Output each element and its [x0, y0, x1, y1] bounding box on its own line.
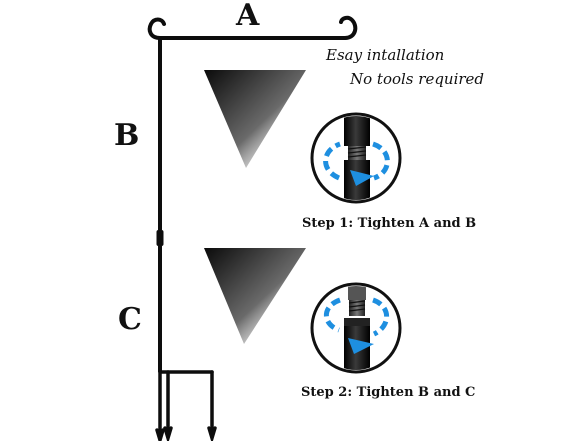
zoom-funnel-upper — [204, 70, 306, 168]
step1-caption: Step 1: Tighten A and B — [302, 216, 477, 231]
top-crossbar — [147, 15, 358, 40]
detail-circle-step2 — [310, 282, 402, 374]
label-b: B — [114, 118, 140, 153]
note-no-tools: No tools required — [350, 70, 485, 88]
circular-arrow-icon — [323, 297, 390, 337]
note-easy-installation: Esay intallation — [326, 46, 445, 64]
flag-pole — [156, 38, 164, 372]
label-c: C — [118, 302, 142, 337]
ground-stake — [155, 370, 217, 441]
circular-arrow-icon — [323, 141, 390, 181]
zoom-funnel-lower — [204, 248, 306, 344]
step2-caption: Step 2: Tighten B and C — [301, 385, 476, 400]
pole-joint — [156, 230, 164, 246]
detail-circle-step1 — [310, 112, 402, 204]
label-a: A — [236, 0, 260, 33]
